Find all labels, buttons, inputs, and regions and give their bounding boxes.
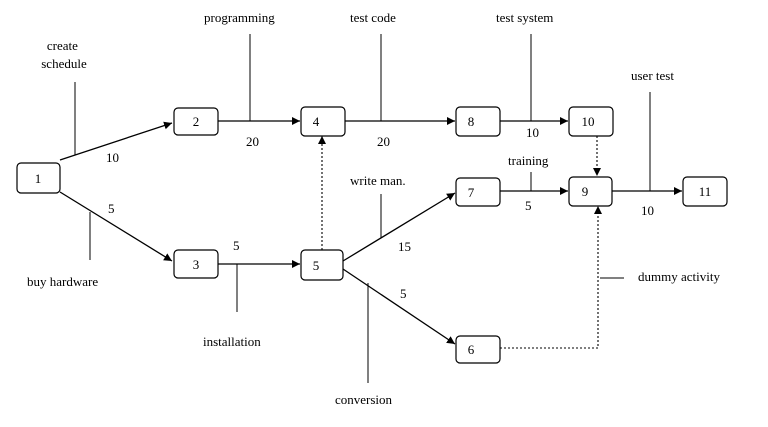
node-2-label: 2 [193,114,200,129]
duration-1-2: 10 [106,150,119,165]
node-4: 4 [300,106,346,137]
node-10: 10 [568,106,614,137]
activity-dummy-activity: dummy activity [638,269,720,284]
dummy-edge-6-9 [500,206,602,349]
node-10-label: 10 [582,114,595,129]
node-8: 8 [455,106,501,137]
node-4-label: 4 [313,114,320,129]
node-2: 2 [173,107,219,136]
node-3-label: 3 [193,257,200,272]
activity-create-schedule: create schedule [41,38,87,71]
node-11-label: 11 [699,184,712,199]
node-1: 1 [16,162,61,194]
activity-programming: programming [204,10,275,25]
activity-write-man: write man. [350,173,406,188]
node-6: 6 [455,335,501,364]
duration-4-8: 20 [377,134,390,149]
node-5-label: 5 [313,258,320,273]
duration-1-3: 5 [108,201,115,216]
node-11: 11 [682,176,728,207]
node-8-label: 8 [468,114,475,129]
node-7-label: 7 [468,185,475,200]
node-3: 3 [173,249,219,279]
duration-7-9: 5 [525,198,532,213]
activity-buy-hardware: buy hardware [27,274,98,289]
node-1-label: 1 [35,171,42,186]
activity-test-system: test system [496,10,553,25]
duration-8-10: 10 [526,125,539,140]
activity-conversion: conversion [335,392,393,407]
duration-5-7: 15 [398,239,411,254]
node-9: 9 [568,176,613,207]
edge-5-7 [342,192,456,262]
node-6-label: 6 [468,342,475,357]
node-7: 7 [455,177,501,207]
activity-test-code: test code [350,10,396,25]
edge-5-6 [342,268,456,345]
node-9-label: 9 [582,184,589,199]
activity-training: training [508,153,549,168]
activity-installation: installation [203,334,261,349]
edge-1-3 [59,191,173,262]
edge-1-2 [59,121,173,161]
activity-user-test: user test [631,68,674,83]
duration-2-4: 20 [246,134,259,149]
duration-5-6: 5 [400,286,407,301]
duration-3-5: 5 [233,238,240,253]
node-5: 5 [300,249,344,281]
duration-9-11: 10 [641,203,654,218]
